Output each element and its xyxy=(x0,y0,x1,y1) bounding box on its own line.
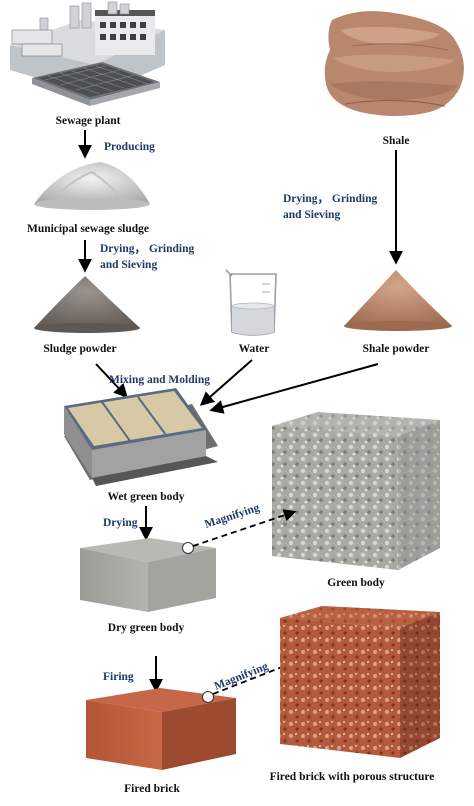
fired-brick-porous-label: Fired brick with porous structure xyxy=(270,771,435,783)
dry-green-body-label: Dry green body xyxy=(108,622,185,634)
water-to-mold-arrow xyxy=(199,359,253,406)
magnify-point-dry xyxy=(182,542,194,554)
fired-brick-label: Fired brick xyxy=(124,783,180,795)
drying-grinding-left-line2: and Sieving xyxy=(100,259,157,271)
green-body-label: Green body xyxy=(327,577,385,589)
shale-powder-illustration xyxy=(344,270,452,331)
magnify-arrow-2 xyxy=(212,657,303,695)
drying-grinding-right-line2: and Sieving xyxy=(283,209,340,221)
fired-brick-porous-cube-illustration xyxy=(280,606,440,758)
shale-powder-label: Shale powder xyxy=(363,343,430,355)
sludge-to-mold-arrow xyxy=(95,363,128,399)
green-body-cube-illustration xyxy=(272,412,440,570)
municipal-sludge-illustration xyxy=(34,162,150,210)
drying-step-label: Drying xyxy=(103,517,138,529)
magnify-point-fired xyxy=(202,691,214,703)
magnify-arrow-1 xyxy=(192,509,297,547)
drying-grinding-left-line1: Drying， Grinding xyxy=(100,243,195,255)
wet-green-body-illustration xyxy=(64,388,218,486)
fired-brick-illustration xyxy=(86,688,236,770)
water-beaker-illustration xyxy=(225,269,277,336)
sewage-plant-illustration xyxy=(10,1,165,106)
water-label: Water xyxy=(239,343,270,355)
sewage-plant-label: Sewage plant xyxy=(56,115,121,127)
wet-green-body-label: Wet green body xyxy=(107,491,184,503)
dry-green-body-illustration xyxy=(80,538,216,612)
sludge-powder-label: Sludge powder xyxy=(43,343,116,355)
shale-label: Shale xyxy=(383,135,410,147)
firing-step-label: Firing xyxy=(103,671,134,683)
mixing-molding-step-label: Mixing and Molding xyxy=(109,374,210,386)
producing-step-label: Producing xyxy=(104,141,155,153)
magnifying-step-label-2: Magnifying xyxy=(213,660,270,693)
municipal-sludge-label: Municipal sewage sludge xyxy=(27,223,149,235)
shale-to-mold-arrow xyxy=(209,363,379,414)
sludge-powder-illustration xyxy=(34,276,140,333)
shale-rock-illustration xyxy=(324,11,464,116)
drying-grinding-right-line1: Drying， Grinding xyxy=(283,193,378,205)
